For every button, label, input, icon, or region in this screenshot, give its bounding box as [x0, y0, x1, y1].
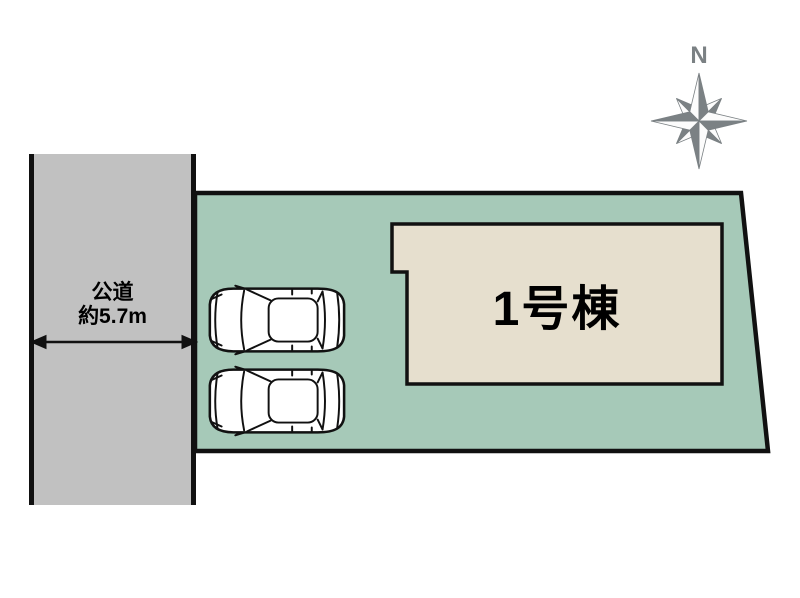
arrowhead-left-icon	[29, 334, 47, 350]
road-label: 公道 約5.7m	[30, 281, 195, 329]
road	[29, 154, 196, 505]
building-label: 1号棟	[492, 283, 622, 336]
car-top-view-icon	[208, 284, 346, 356]
car-top-view-icon	[208, 365, 346, 437]
compass-north-label: N	[690, 42, 708, 69]
road-width-arrow	[29, 334, 199, 350]
compass-rose-icon	[650, 72, 748, 170]
road-width-value: 約5.7m	[78, 305, 147, 328]
road-name: 公道	[91, 281, 134, 304]
building-footprint	[390, 222, 724, 386]
arrowhead-right-icon	[181, 334, 199, 350]
road-surface	[30, 154, 195, 505]
